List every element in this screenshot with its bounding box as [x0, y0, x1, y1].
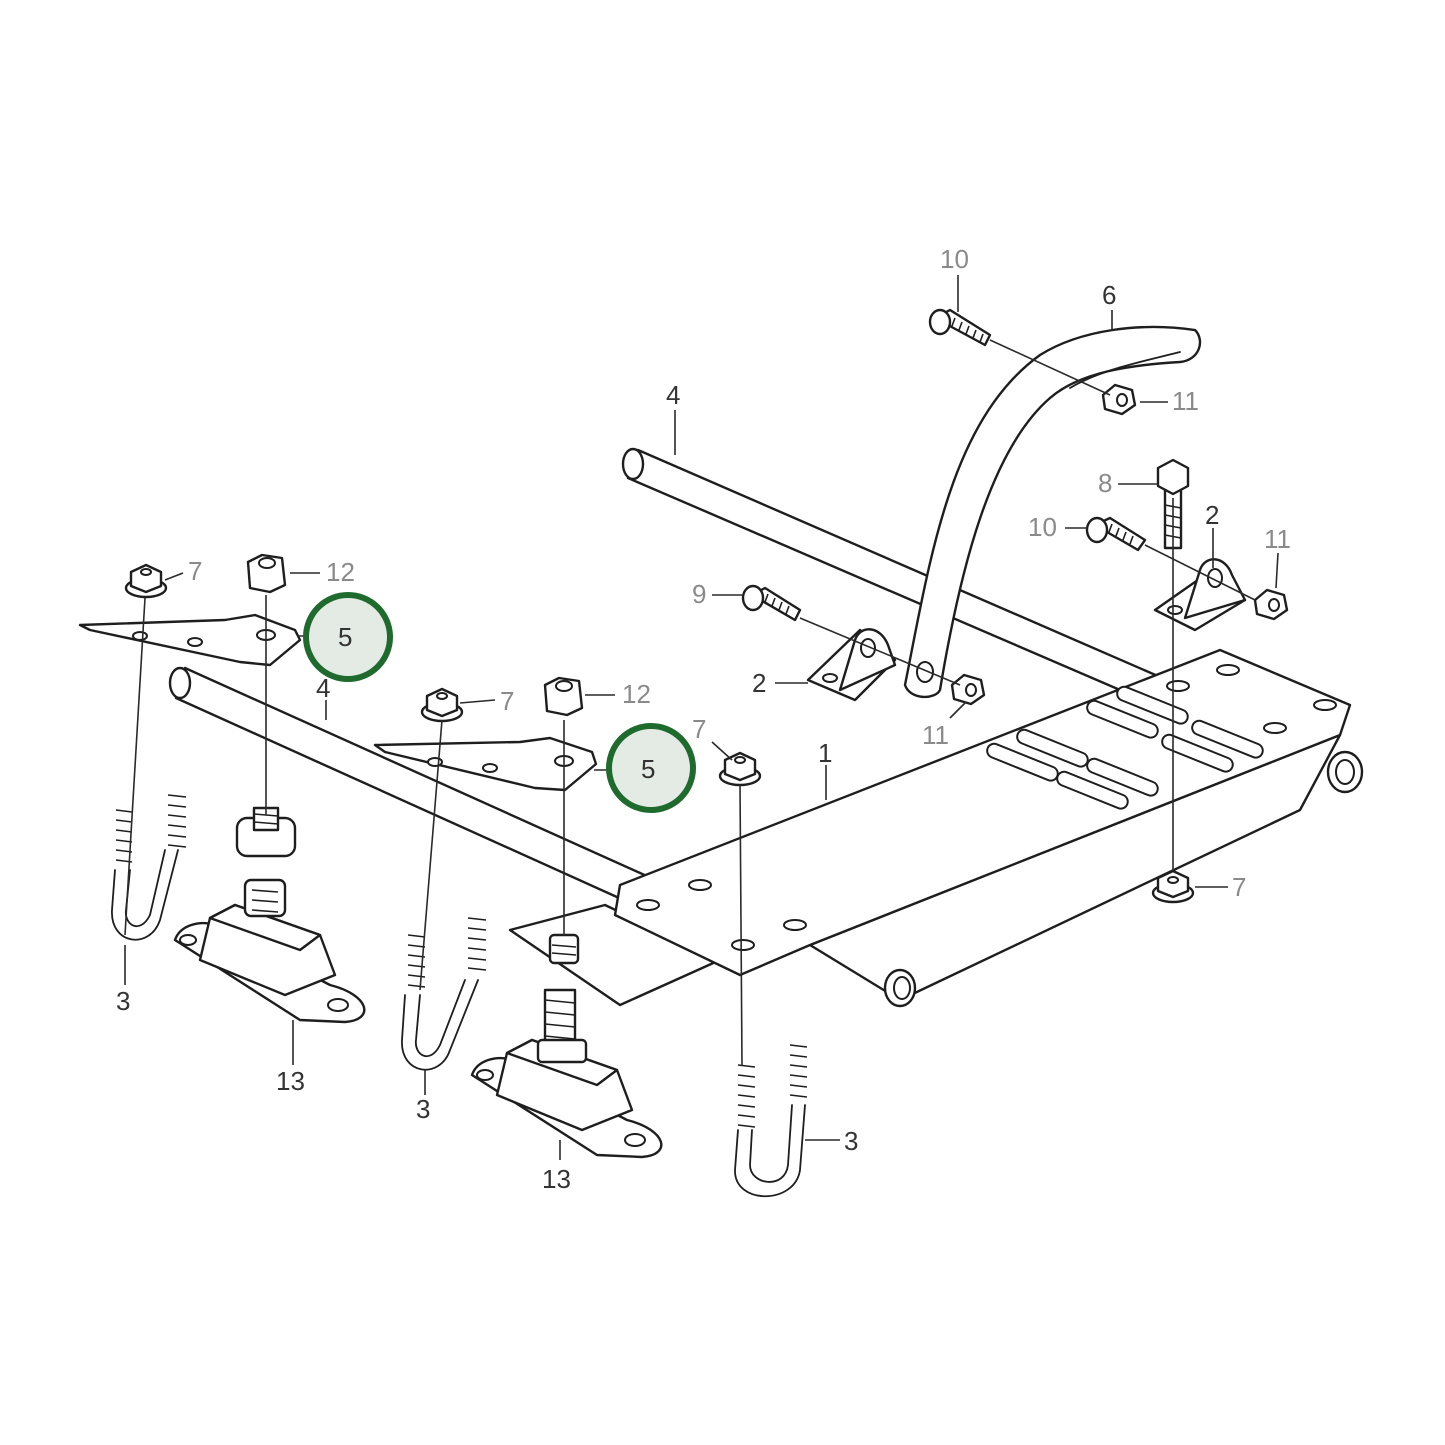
callout-12-left: 12 [326, 557, 355, 587]
callout-10-top: 10 [940, 244, 969, 274]
flange-nut-7-mid [420, 687, 464, 723]
callout-3-mid: 3 [416, 1094, 430, 1124]
rubber-mount-mid [470, 933, 663, 1159]
plate-slots [986, 685, 1264, 810]
callout-7-left: 7 [188, 556, 202, 586]
highlight-ring-left[interactable] [303, 592, 393, 682]
bolt-10-mid [1085, 516, 1147, 552]
bracket-mid [806, 628, 897, 702]
callout-13-left: 13 [276, 1066, 305, 1096]
callout-2-mid: 2 [752, 668, 766, 698]
callout-5-left: 5 [338, 622, 352, 652]
callout-12-mid: 12 [622, 679, 651, 709]
bolt-10-top [928, 308, 992, 347]
flange-nut-7-left [124, 563, 168, 599]
callout-7-mid: 7 [500, 686, 514, 716]
callout-6: 6 [1102, 280, 1116, 310]
handle-bar [903, 325, 1202, 699]
highlight-ring-mid[interactable] [606, 723, 696, 813]
callout-11-top: 11 [1172, 386, 1199, 416]
bracket-right [1153, 558, 1247, 632]
nut-11-top [1101, 383, 1137, 416]
callout-9: 9 [692, 579, 706, 609]
highlight-callouts [303, 592, 696, 813]
callout-4-front: 4 [316, 673, 330, 703]
callout-5-mid: 5 [641, 754, 655, 784]
callout-11-mid: 11 [922, 720, 949, 750]
callout-7-right: 7 [1232, 872, 1246, 902]
nut-12-mid [543, 676, 584, 717]
link-plate-mid [373, 736, 598, 792]
callout-11-right: 11 [1264, 524, 1291, 554]
flange-nut-7-plate [718, 751, 762, 787]
callout-3-left: 3 [116, 986, 130, 1016]
bolt-9 [741, 584, 802, 622]
callout-3-right: 3 [844, 1126, 858, 1156]
nut-11-right [1253, 588, 1289, 621]
link-plate-left [78, 613, 302, 667]
callout-7-plate: 7 [692, 714, 706, 744]
callout-4-back: 4 [666, 380, 680, 410]
callout-13-mid: 13 [542, 1164, 571, 1194]
callout-2-right: 2 [1205, 500, 1219, 530]
u-bolt-right [734, 1044, 808, 1198]
flange-nut-7-right [1151, 869, 1195, 904]
nut-12-left [246, 553, 287, 594]
u-bolt-mid [401, 917, 487, 1071]
rubber-mount-left [173, 806, 366, 1024]
callout-1: 1 [818, 738, 832, 768]
main-plate [508, 648, 1364, 1008]
assembly-lines [124, 339, 1256, 1066]
nut-11-mid [950, 673, 986, 706]
callout-8: 8 [1098, 468, 1112, 498]
callout-10-mid: 10 [1028, 512, 1057, 542]
callout-labels: 10 6 11 4 8 10 2 11 9 2 11 7 12 5 4 7 12… [116, 244, 1291, 1194]
u-bolt-left [111, 794, 187, 941]
